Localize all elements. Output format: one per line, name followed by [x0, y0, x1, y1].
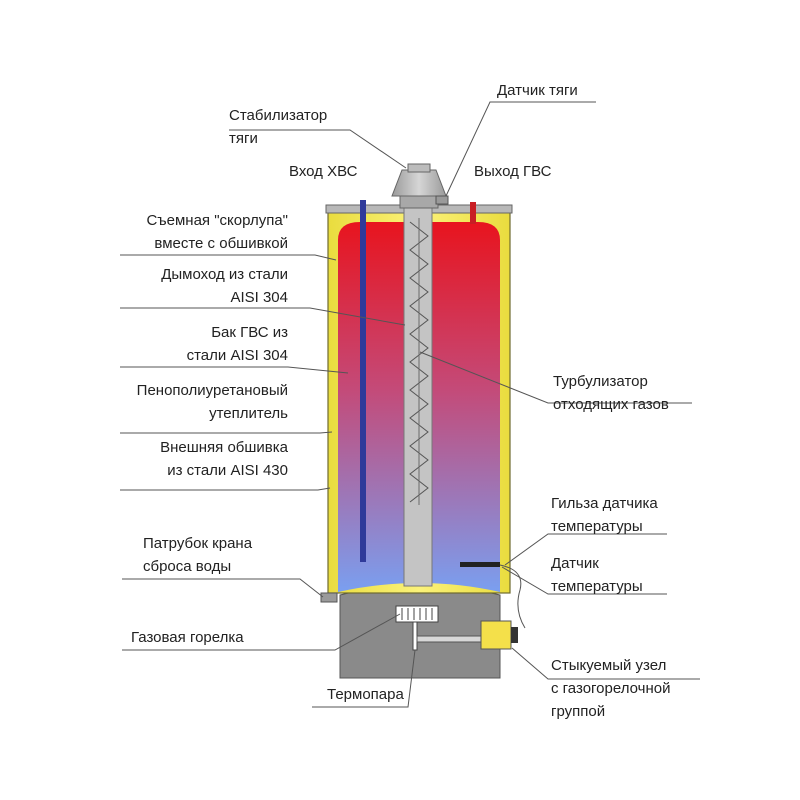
turbulator-label-2: отходящих газов [553, 396, 669, 413]
sensor-wire [499, 564, 526, 629]
draft-sensor [435, 195, 449, 205]
tank-label-2: стали AISI 304 [186, 347, 288, 364]
sensor-sleeve [460, 562, 500, 567]
gas-tube [416, 635, 482, 643]
casing-label-2: из стали AISI 430 [167, 462, 288, 479]
cold-inlet-pipe [360, 200, 366, 562]
drain-pipe [320, 592, 338, 603]
drain-label-2: сброса воды [143, 558, 232, 575]
turbulator [409, 221, 429, 503]
connector-unit [480, 620, 512, 650]
temp-sensor-label-2: температуры [551, 578, 643, 595]
temp-sensor-label-1: Датчик [551, 555, 599, 572]
stabilizer-label-2: тяги [229, 130, 258, 147]
hot-outlet-label: Выход ГВС [474, 163, 552, 180]
insulation-label-2: утеплитель [209, 405, 288, 422]
connector-label-3: группой [551, 703, 606, 720]
tank-label-1: Бак ГВС из [211, 324, 288, 341]
connector-label-2: с газогорелочной [551, 680, 671, 697]
draft-stabilizer-cap [407, 163, 431, 173]
burner-label: Газовая горелка [131, 629, 244, 646]
stabilizer-label-1: Стабилизатор [229, 107, 328, 124]
connector-label-1: Стыкуемый узел [551, 657, 667, 674]
casing-label-1: Внешняя обшивка [160, 439, 288, 456]
draft-stabilizer [391, 169, 447, 197]
hot-outlet-pipe [470, 202, 476, 224]
cold-inlet-label: Вход ХВС [289, 163, 358, 180]
connector-plug [511, 627, 518, 643]
leader-lines [120, 101, 700, 708]
insulation-label-1: Пенополиуретановый [136, 382, 288, 399]
sleeve-label-1: Гильза датчика [551, 495, 658, 512]
sleeve-label-2: температуры [551, 518, 643, 535]
draft-stabilizer-collar [399, 195, 439, 209]
turbulator-label-1: Турбулизатор [553, 373, 648, 390]
flue-label-2: AISI 304 [230, 289, 288, 306]
draft-sensor-label: Датчик тяги [497, 82, 578, 99]
shell-label-1: Съемная "скорлупа" [146, 212, 288, 229]
flue-label-1: Дымоход из стали [161, 266, 288, 283]
burner-chamber [339, 584, 501, 679]
thermocouple-label: Термопара [327, 686, 404, 703]
thermocouple [412, 621, 418, 651]
shell-label-2: вместе с обшивкой [154, 235, 288, 252]
drain-label-1: Патрубок крана [143, 535, 253, 552]
